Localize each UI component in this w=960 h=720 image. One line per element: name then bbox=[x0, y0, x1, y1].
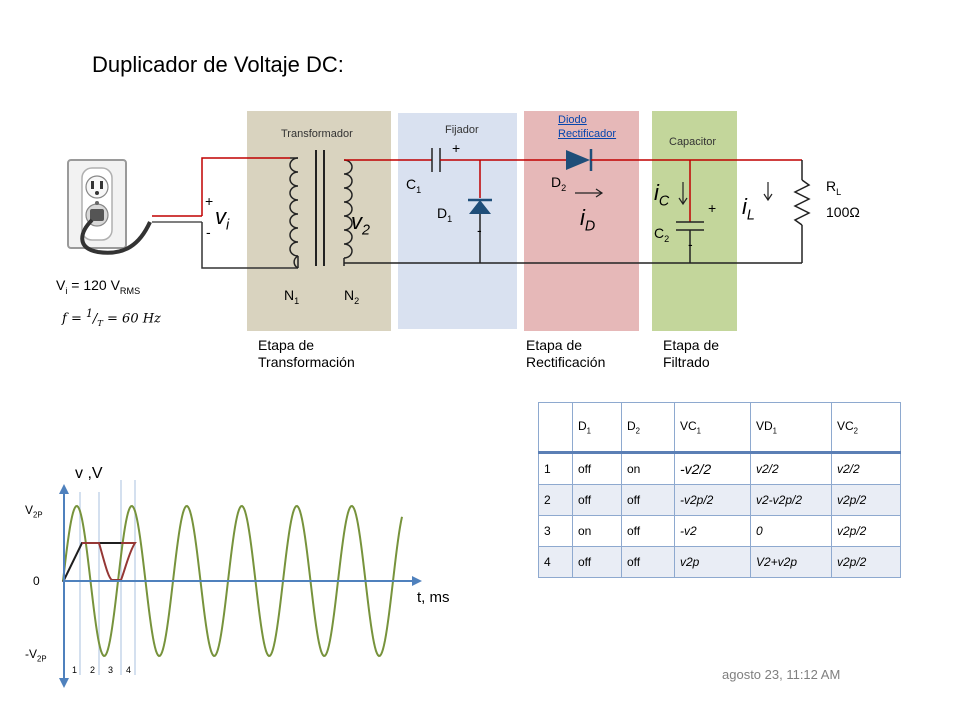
table-cell: off bbox=[621, 546, 675, 578]
table-row: 2 off off -v2p/2 v2-v2p/2 v2p/2 bbox=[538, 484, 901, 516]
table-cell: 0 bbox=[750, 515, 832, 547]
table-cell: v2p bbox=[674, 546, 751, 578]
table-cell: on bbox=[572, 515, 622, 547]
table-cell: off bbox=[572, 484, 622, 516]
interval-label-1: 1 bbox=[72, 665, 78, 675]
table-header-d2: D2 bbox=[621, 402, 675, 453]
zero-tick-label: 0 bbox=[33, 574, 40, 588]
c2-label: C2 bbox=[654, 225, 670, 244]
stage-transform: Etapa de Transformación bbox=[258, 337, 355, 370]
source-voltage-label: Vi = 120 VRMS bbox=[56, 277, 141, 296]
ic-label: iC bbox=[654, 180, 670, 210]
diode-d1-icon bbox=[468, 198, 492, 214]
interval-label-3: 3 bbox=[108, 665, 114, 675]
table-cell: v2-v2p/2 bbox=[750, 484, 832, 516]
x-axis-label: t, ms bbox=[417, 589, 450, 606]
table-cell: -v2/2 bbox=[674, 452, 751, 485]
table-cell: 2 bbox=[538, 484, 573, 516]
c2-minus: - bbox=[688, 236, 693, 252]
vc2-trace bbox=[62, 542, 121, 583]
wall-outlet-icon bbox=[67, 159, 127, 249]
diode-rectifier-link[interactable]: Diodo Rectificador bbox=[558, 114, 617, 140]
v2-label: v2 bbox=[351, 209, 370, 239]
d1-label: D1 bbox=[437, 205, 453, 224]
id-arrow-icon bbox=[575, 188, 604, 198]
n1-label: N1 bbox=[284, 287, 300, 306]
y-axis-label: v ,V bbox=[75, 465, 103, 482]
v2-sine-wave bbox=[62, 504, 403, 658]
table-cell: on bbox=[621, 452, 675, 485]
table-cell: 4 bbox=[538, 546, 573, 578]
d2-label: D2 bbox=[551, 174, 567, 193]
capacitor-label: Capacitor bbox=[669, 136, 717, 148]
table-cell: 1 bbox=[538, 452, 573, 485]
table-cell: off bbox=[621, 484, 675, 516]
vi-minus: - bbox=[206, 224, 211, 240]
il-arrow-icon bbox=[763, 182, 773, 202]
table-header-vc2: VC2 bbox=[831, 402, 901, 453]
table-cell: V2+v2p bbox=[750, 546, 832, 578]
rectify-band bbox=[524, 111, 639, 331]
interval-label-2: 2 bbox=[90, 665, 96, 675]
table-header-row: D1 D2 VC1 VD1 VC2 bbox=[538, 402, 901, 453]
rl-value: 100Ω bbox=[826, 204, 860, 220]
table-cell: off bbox=[572, 546, 622, 578]
y-axis-arrow-icon bbox=[59, 484, 69, 494]
rl-label: RL bbox=[826, 178, 842, 197]
secondary-coil bbox=[343, 159, 353, 259]
v2p-tick-label: V2P bbox=[25, 503, 43, 520]
table-cell: v2/2 bbox=[831, 452, 901, 485]
il-label: iL bbox=[742, 194, 755, 224]
c2-plus: + bbox=[708, 200, 717, 216]
table-row: 1 off on -v2/2 v2/2 v2/2 bbox=[538, 452, 901, 485]
transformer-label: Transformador bbox=[281, 128, 353, 140]
state-table: D1 D2 VC1 VD1 VC2 1 off on -v2/2 v2/2 v2… bbox=[538, 402, 901, 578]
stage-rectify: Etapa de Rectificación bbox=[526, 337, 606, 370]
table-header-d1: D1 bbox=[572, 402, 622, 453]
neg-v2p-tick-label: -V2P bbox=[25, 647, 47, 664]
filter-band bbox=[652, 111, 737, 331]
vi-plus: + bbox=[205, 193, 214, 209]
table-cell: v2p/2 bbox=[831, 546, 901, 578]
y-axis-down-arrow-icon bbox=[59, 678, 69, 688]
transform-band bbox=[247, 111, 391, 331]
table-row: 4 off off v2p V2+v2p v2p/2 bbox=[538, 546, 901, 578]
primary-coil bbox=[289, 157, 299, 269]
table-cell: v2/2 bbox=[750, 452, 832, 485]
ic-arrow-icon bbox=[678, 182, 688, 206]
table-row: 3 on off -v2 0 v2p/2 bbox=[538, 515, 901, 547]
d1-minus: - bbox=[477, 222, 482, 238]
stage-filter: Etapa de Filtrado bbox=[663, 337, 720, 370]
x-axis-arrow-icon bbox=[412, 576, 422, 586]
table-cell: v2p/2 bbox=[831, 515, 901, 547]
timestamp: agosto 23, 11:12 AM bbox=[722, 667, 841, 682]
vi-label: vi bbox=[215, 204, 230, 234]
clamp-label: Fijador bbox=[445, 124, 479, 136]
table-header-vd1: VD1 bbox=[750, 402, 832, 453]
table-header-vc1: VC1 bbox=[674, 402, 751, 453]
plug-cable bbox=[80, 218, 152, 255]
table-cell: off bbox=[572, 452, 622, 485]
page-title: Duplicador de Voltaje DC: bbox=[92, 52, 344, 77]
table-cell: -v2p/2 bbox=[674, 484, 751, 516]
frequency-formula: f = 1/T = 60 Hz bbox=[62, 307, 161, 328]
table-cell: off bbox=[621, 515, 675, 547]
n2-label: N2 bbox=[344, 287, 360, 306]
table-cell: -v2 bbox=[674, 515, 751, 547]
id-label: iD bbox=[580, 205, 596, 235]
table-header-cell bbox=[538, 402, 573, 453]
resistor-rl-icon bbox=[793, 179, 811, 226]
clamp-band bbox=[398, 113, 517, 329]
table-cell: v2p/2 bbox=[831, 484, 901, 516]
table-cell: 3 bbox=[538, 515, 573, 547]
interval-lines bbox=[79, 480, 136, 675]
interval-label-4: 4 bbox=[126, 665, 132, 675]
c1-label: C1 bbox=[406, 176, 422, 195]
c1-plus: + bbox=[452, 140, 461, 156]
